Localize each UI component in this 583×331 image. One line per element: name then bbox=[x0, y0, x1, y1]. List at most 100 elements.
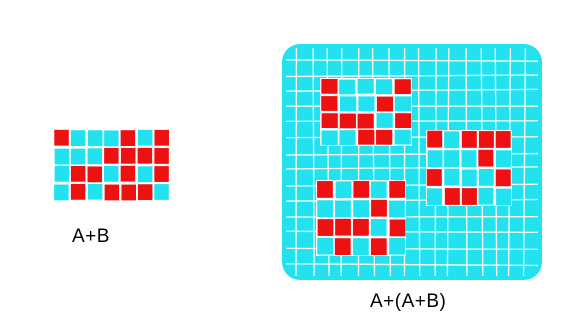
mosaic-cell bbox=[353, 200, 370, 218]
mosaic-cell bbox=[394, 79, 411, 95]
mosaic-cell bbox=[121, 184, 136, 201]
mosaic-cell bbox=[104, 130, 119, 147]
mosaic-cell bbox=[376, 113, 393, 128]
mosaic-cell bbox=[154, 129, 169, 146]
mosaic-cell bbox=[154, 184, 169, 200]
mosaic-cell bbox=[321, 113, 338, 129]
mosaic-cell bbox=[395, 113, 412, 129]
mosaic-cell bbox=[154, 166, 169, 182]
mosaic-cell bbox=[444, 168, 460, 186]
mosaic-cell bbox=[70, 165, 86, 182]
inner-mosaic-top-left bbox=[320, 78, 412, 146]
mosaic-cell bbox=[495, 150, 511, 168]
mosaic-cell bbox=[394, 129, 411, 145]
mosaic-cell bbox=[427, 150, 443, 168]
mosaic-cell bbox=[394, 96, 411, 112]
mosaic-cell bbox=[478, 187, 494, 205]
mosaic-cell bbox=[137, 184, 153, 201]
mosaic-cell bbox=[70, 130, 86, 147]
mosaic-cell bbox=[371, 199, 387, 217]
mosaic-cell bbox=[54, 184, 69, 201]
mosaic-cell bbox=[370, 181, 387, 199]
mosaic-cell bbox=[339, 79, 356, 95]
mosaic-cell bbox=[87, 166, 103, 183]
mosaic-cell bbox=[120, 130, 136, 146]
mosaic-cell bbox=[426, 169, 442, 186]
mosaic-cell bbox=[317, 181, 333, 198]
mosaic-cell bbox=[70, 183, 86, 200]
mosaic-cell bbox=[335, 218, 351, 236]
mosaic-cell bbox=[317, 200, 334, 218]
mosaic-cell bbox=[88, 130, 103, 147]
mosaic-cell bbox=[461, 131, 477, 148]
inner-mosaic-bottom-left bbox=[316, 180, 406, 256]
mosaic-cell bbox=[120, 165, 136, 182]
mosaic-cell bbox=[478, 149, 494, 167]
mosaic-cell bbox=[137, 129, 153, 146]
mosaic-cell bbox=[376, 96, 394, 112]
mosaic-cell bbox=[121, 147, 136, 164]
mosaic-cell bbox=[353, 180, 370, 198]
mosaic-cell bbox=[376, 129, 393, 145]
grid-line bbox=[417, 47, 421, 277]
mosaic-cell bbox=[54, 129, 69, 146]
mosaic-cell bbox=[389, 237, 405, 255]
mosaic-cell bbox=[389, 219, 406, 237]
mosaic-cell bbox=[357, 78, 374, 94]
mosaic-cell bbox=[317, 237, 334, 255]
mosaic-cell bbox=[335, 181, 352, 199]
a-plus-a-plus-b-label: A+(A+B) bbox=[370, 291, 447, 312]
mosaic-cell bbox=[478, 168, 494, 186]
mosaic-cell bbox=[104, 147, 119, 164]
mosaic-cell bbox=[444, 131, 460, 149]
mosaic-cell bbox=[358, 129, 375, 145]
mosaic-cell bbox=[389, 181, 406, 198]
grid-line bbox=[312, 47, 315, 277]
mosaic-cell bbox=[54, 148, 70, 165]
mosaic-cell bbox=[444, 150, 460, 167]
mosaic-cell bbox=[375, 79, 393, 95]
mosaic-cell bbox=[321, 78, 338, 94]
mosaic-cell bbox=[154, 148, 169, 164]
mosaic-cell bbox=[353, 218, 369, 236]
mosaic-cell bbox=[478, 131, 494, 148]
grid-line bbox=[285, 59, 539, 62]
a-plus-b-block bbox=[53, 129, 170, 201]
mosaic-cell bbox=[87, 148, 103, 165]
mosaic-cell bbox=[339, 130, 356, 145]
mosaic-cell bbox=[339, 113, 356, 129]
mosaic-cell bbox=[103, 165, 119, 182]
grid-line bbox=[285, 74, 539, 78]
mosaic-cell bbox=[334, 238, 351, 255]
mosaic-cell bbox=[137, 166, 153, 183]
mosaic-cell bbox=[461, 150, 477, 168]
mosaic-cell bbox=[357, 113, 374, 129]
mosaic-cell bbox=[321, 96, 338, 111]
a-plus-b-label: A+B bbox=[72, 226, 110, 247]
mosaic-cell bbox=[370, 238, 387, 256]
mosaic-cell bbox=[461, 169, 477, 187]
mosaic-cell bbox=[427, 130, 443, 148]
a-plus-a-plus-b-block bbox=[282, 44, 542, 280]
grid-line bbox=[285, 263, 539, 267]
mosaic-cell bbox=[352, 238, 369, 256]
inner-mosaic-right bbox=[426, 130, 512, 206]
mosaic-cell bbox=[335, 200, 351, 218]
mosaic-cell bbox=[461, 188, 477, 205]
mosaic-cell bbox=[426, 188, 442, 206]
mosaic-cell bbox=[339, 96, 357, 112]
mosaic-cell bbox=[358, 96, 375, 112]
a-plus-b-mosaic bbox=[53, 129, 170, 201]
mosaic-cell bbox=[321, 130, 338, 146]
mosaic-cell bbox=[389, 200, 405, 218]
mosaic-cell bbox=[495, 131, 511, 148]
mosaic-cell bbox=[137, 147, 153, 164]
mosaic-cell bbox=[370, 219, 387, 236]
mosaic-cell bbox=[54, 165, 70, 182]
grid-line bbox=[522, 47, 527, 277]
mosaic-cell bbox=[496, 188, 512, 206]
mosaic-cell bbox=[87, 183, 103, 200]
mosaic-cell bbox=[444, 188, 460, 205]
mosaic-cell bbox=[317, 219, 334, 236]
